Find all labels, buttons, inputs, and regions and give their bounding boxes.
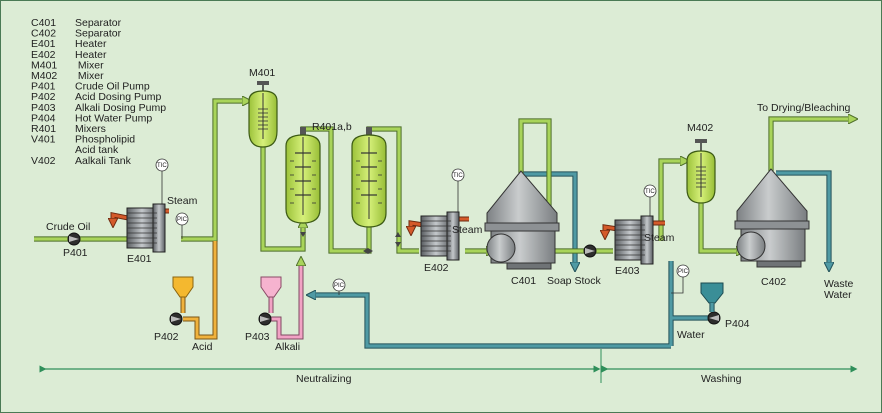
e401-label: E401 <box>127 253 152 265</box>
legend-description: Acid Dosing Pump <box>75 91 162 103</box>
legend-code: E401 <box>31 38 56 50</box>
legend-code: P402 <box>31 91 56 103</box>
p404-label: P404 <box>725 318 750 330</box>
legend-code: E402 <box>31 49 56 61</box>
legend-code: P403 <box>31 102 56 114</box>
e403-label: E403 <box>615 265 640 277</box>
acid-label: Acid <box>192 341 213 353</box>
legend-description: Crude Oil Pump <box>75 81 150 93</box>
section-indicator: Neutralizing Washing <box>39 349 858 385</box>
pump-p402[interactable] <box>169 312 183 326</box>
tic-e401[interactable]: TIC <box>155 158 169 172</box>
svg-text:PIC: PIC <box>678 269 689 275</box>
legend-code: M402 <box>31 70 57 82</box>
reactor-r401a[interactable] <box>285 127 321 224</box>
legend-code: P401 <box>31 81 56 93</box>
tic-e402[interactable]: TIC <box>451 168 465 182</box>
svg-text:TIC: TIC <box>157 163 167 169</box>
acid-dosing-tank[interactable] <box>172 276 194 298</box>
legend-description: Heater <box>75 38 107 50</box>
c401-label: C401 <box>511 275 536 287</box>
legend-code: P404 <box>31 112 56 124</box>
separator-c401[interactable] <box>484 170 560 270</box>
alkali-label: Alkali <box>275 341 300 353</box>
water-tank[interactable] <box>700 282 724 312</box>
water-label: Water <box>677 329 705 341</box>
legend-description: Mixer <box>75 59 104 71</box>
pic-e401[interactable]: PIC <box>175 212 189 226</box>
legend-code: C401 <box>31 17 56 29</box>
alkali-pipeline <box>268 261 301 340</box>
legend-code: V402 <box>31 155 56 167</box>
neutralizing-label: Neutralizing <box>296 373 352 385</box>
tic-e403[interactable]: TIC <box>643 184 657 198</box>
p401-label: P401 <box>63 247 88 259</box>
pump-soap[interactable] <box>583 244 597 258</box>
valves[interactable] <box>300 232 401 254</box>
svg-text:TIC: TIC <box>645 189 655 195</box>
crude-oil-label: Crude Oil <box>46 221 90 233</box>
legend-description: Separator <box>75 17 122 29</box>
acid-pipeline <box>180 241 218 340</box>
legend-code: V401 <box>31 134 56 146</box>
legend-code: R401 <box>31 123 56 135</box>
instruments: TIC PIC TIC TIC PIC PIC <box>155 158 690 292</box>
heater-e402[interactable] <box>420 211 460 261</box>
legend-description: Hot Water Pump <box>75 112 152 124</box>
pump-p401[interactable] <box>67 232 81 246</box>
p402-label: P402 <box>154 331 179 343</box>
legend-description: Mixers <box>75 123 106 135</box>
legend-description: Aalkali Tank <box>75 155 132 167</box>
svg-text:TIC: TIC <box>453 173 463 179</box>
pump-p404[interactable] <box>707 311 721 325</box>
m401-label: M401 <box>249 67 275 79</box>
alkali-dosing-tank[interactable] <box>260 276 282 298</box>
svg-text:PIC: PIC <box>334 283 345 289</box>
legend-code: M401 <box>31 59 57 71</box>
legend-description: Phospholipid <box>75 134 135 146</box>
equipment-labels: Crude Oil P401 E401 Steam M401 R401a,b E… <box>46 67 854 353</box>
waste-water-label-2: Water <box>824 289 852 301</box>
reactor-r401b[interactable] <box>351 127 387 228</box>
legend-description: Mixer <box>75 70 104 82</box>
heater-e403[interactable] <box>614 215 654 265</box>
pic-water[interactable]: PIC <box>676 264 690 278</box>
legend-description: Acid tank <box>75 144 119 156</box>
mixer-m401[interactable] <box>248 81 278 148</box>
waste-water-label-1: Waste <box>824 278 854 290</box>
washing-label: Washing <box>701 373 742 385</box>
m402-label: M402 <box>687 122 713 134</box>
p403-label: P403 <box>245 331 270 343</box>
to-drying-label: To Drying/Bleaching <box>757 102 851 114</box>
e402-label: E402 <box>424 262 449 274</box>
separator-c402[interactable] <box>734 168 810 268</box>
steam-label-1: Steam <box>167 195 198 207</box>
mixer-m402[interactable] <box>686 139 716 204</box>
pump-p403[interactable] <box>258 312 272 326</box>
pic-alkali[interactable]: PIC <box>332 278 346 292</box>
heater-e401[interactable] <box>126 203 166 253</box>
svg-text:PIC: PIC <box>177 217 188 223</box>
legend-description: Separator <box>75 28 122 40</box>
legend-description: Heater <box>75 49 107 61</box>
legend-code: C402 <box>31 28 56 40</box>
r401-label: R401a,b <box>312 121 352 133</box>
legend-description: Alkali Dosing Pump <box>75 102 166 114</box>
steam-lines <box>113 208 665 235</box>
c402-label: C402 <box>761 276 786 288</box>
steam-label-2: Steam <box>452 224 483 236</box>
steam-label-3: Steam <box>644 232 675 244</box>
soap-stock-label: Soap Stock <box>547 275 601 287</box>
